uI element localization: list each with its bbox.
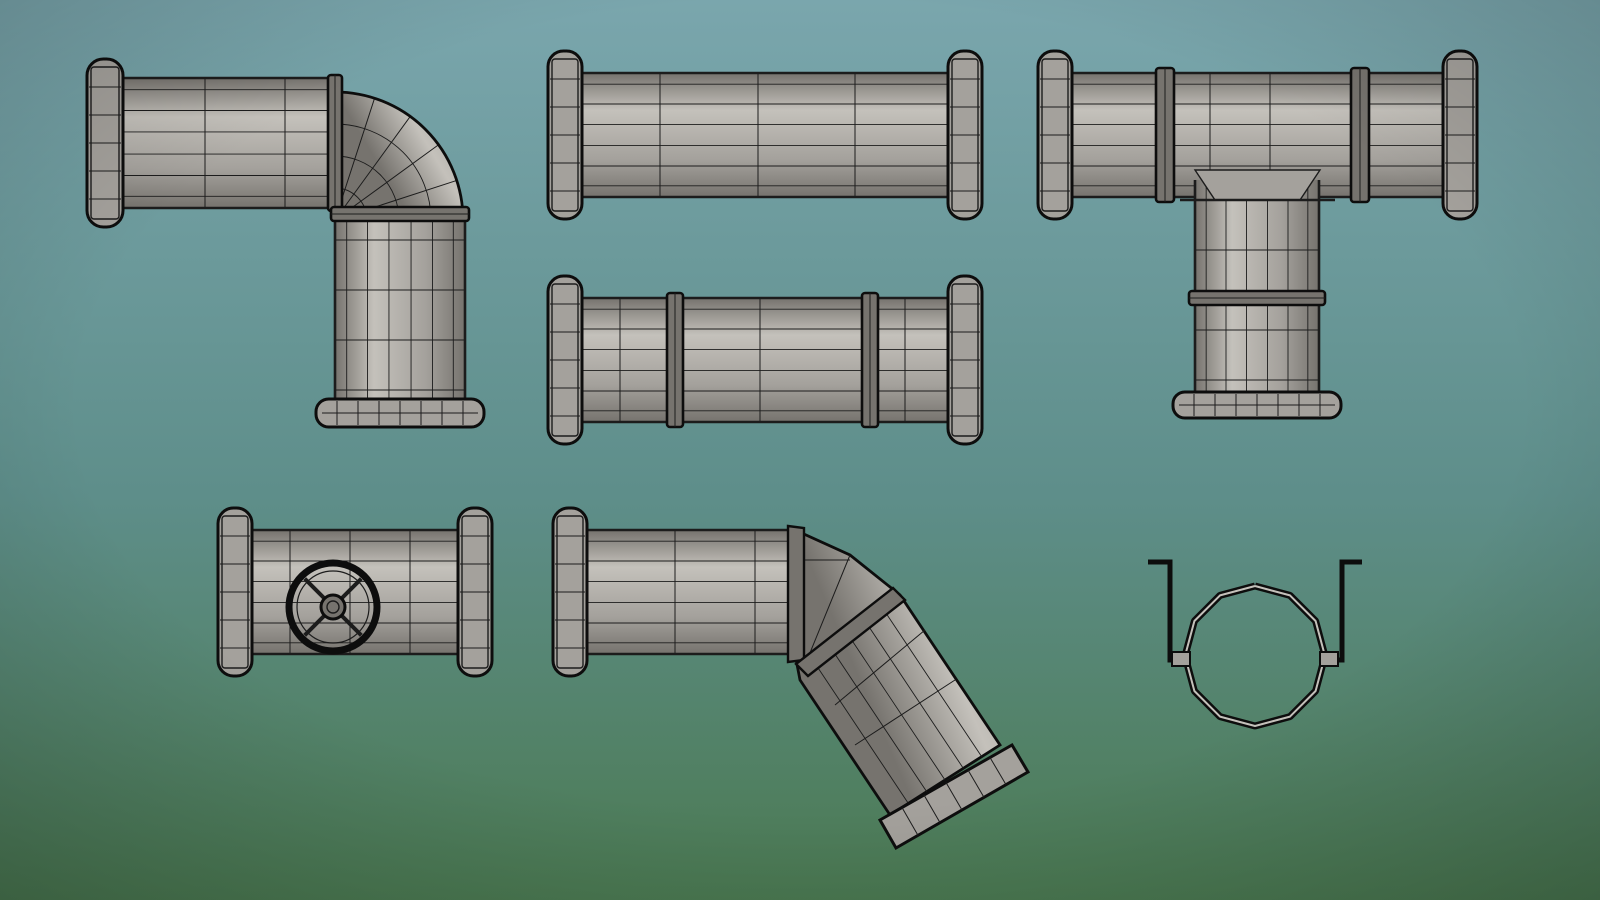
vignette-overlay: [0, 0, 1600, 900]
model-sheet-viewport: [0, 0, 1600, 900]
pipe-assets-render: [0, 0, 1600, 900]
